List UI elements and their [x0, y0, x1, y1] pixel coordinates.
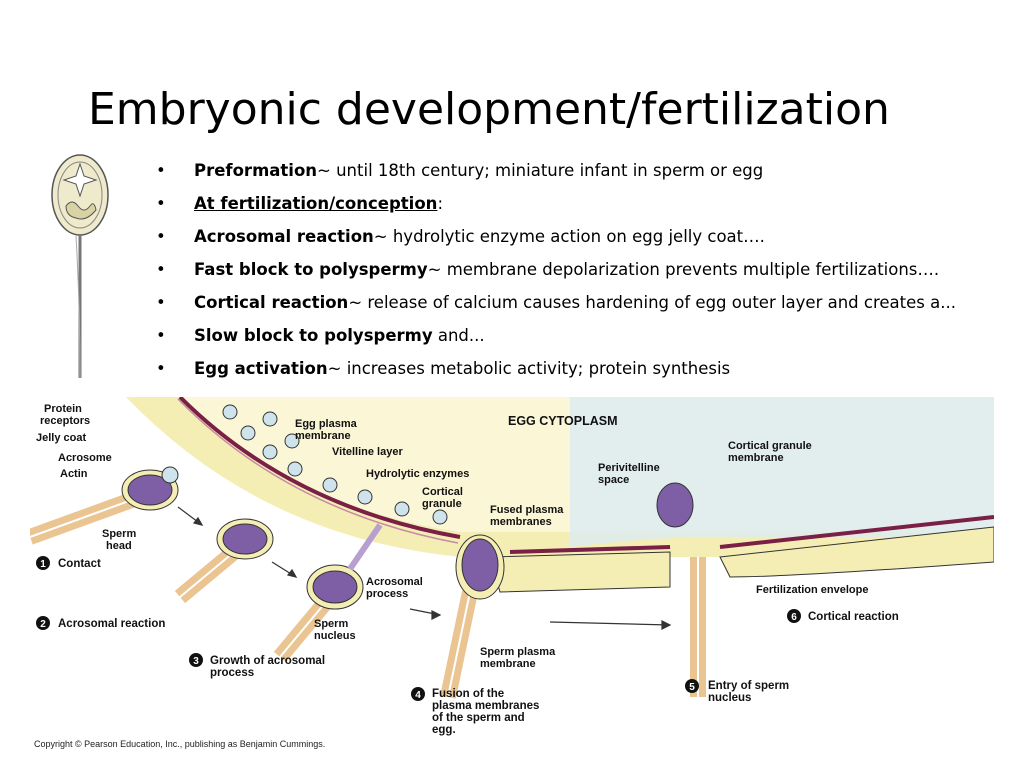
bullet-dot: • — [156, 194, 166, 213]
label-cortical-granule-1: Cortical — [422, 486, 463, 498]
step-5-line-2: nucleus — [708, 692, 751, 704]
bullet-preformation: • Preformation~ until 18th century; minia… — [156, 160, 1022, 193]
step-2-acrosomal-reaction: Acrosomal reaction — [58, 618, 165, 630]
label-cortical-granule-membrane-2: membrane — [728, 452, 784, 464]
sperm-fusion — [440, 534, 505, 699]
bullet-slow-block: • Slow block to polyspermy and... — [156, 325, 1022, 358]
bullet-fertilization: • At fertilization/conception: — [156, 193, 1022, 226]
step-1-number: 1 — [40, 559, 46, 570]
bullet-text: : — [437, 194, 443, 213]
bullet-acrosomal-reaction: • Acrosomal reaction~ hydrolytic enzyme a… — [156, 226, 1022, 259]
step-5-number: 5 — [689, 682, 695, 693]
label-actin: Actin — [60, 468, 88, 480]
label-sperm-nucleus-2: nucleus — [314, 630, 356, 642]
step-3-line-1: Growth of acrosomal — [210, 655, 325, 667]
label-sperm-plasma-2: membrane — [480, 658, 536, 670]
label-egg-plasma-2: membrane — [295, 430, 351, 442]
step-6-cortical-reaction: Cortical reaction — [808, 611, 899, 623]
bullet-term: Slow block to polyspermy — [194, 326, 433, 345]
step-4-line-3: of the sperm and — [432, 712, 525, 724]
step-4-line-4: egg. — [432, 724, 456, 736]
bullet-text: and... — [432, 326, 485, 345]
label-sperm-plasma-1: Sperm plasma — [480, 646, 556, 658]
bullet-text: ~ membrane depolarization prevents multi… — [427, 260, 940, 279]
bullet-list: • Preformation~ until 18th century; minia… — [156, 160, 1022, 391]
label-fused-plasma-1: Fused plasma — [490, 504, 564, 516]
bullet-text: ~ hydrolytic enzyme action on egg jelly … — [373, 227, 765, 246]
bullet-term: Preformation — [194, 161, 318, 180]
step-3-number: 3 — [193, 656, 199, 667]
bullet-cortical-reaction: • Cortical reaction~ release of calcium c… — [156, 292, 1022, 325]
step-3-line-2: process — [210, 667, 254, 679]
label-cortical-granule-membrane-1: Cortical granule — [728, 440, 812, 452]
step-2-number: 2 — [40, 619, 46, 630]
bullet-text: ~ increases metabolic activity; protein … — [327, 359, 731, 378]
label-vitelline-layer: Vitelline layer — [332, 446, 403, 458]
bullet-term: Fast block to polyspermy — [194, 260, 428, 279]
label-acrosomal-process-1: Acrosomal — [366, 576, 423, 588]
label-fused-plasma-2: membranes — [490, 516, 552, 528]
label-sperm-head-1: Sperm — [102, 528, 136, 540]
label-perivitelline-2: space — [598, 474, 629, 486]
label-egg-plasma-1: Egg plasma — [295, 418, 358, 430]
homunculus-sperm-illustration — [51, 154, 109, 379]
bullet-term: Egg activation — [194, 359, 328, 378]
copyright-notice: Copyright © Pearson Education, Inc., pub… — [34, 739, 325, 749]
label-acrosome: Acrosome — [58, 452, 112, 464]
bullet-dot: • — [156, 260, 166, 279]
sperm-contact — [30, 466, 179, 545]
bullet-text: ~ release of calcium causes hardening of… — [348, 293, 956, 312]
label-protein-receptors-1: Protein — [44, 403, 82, 415]
label-perivitelline-1: Perivitelline — [598, 462, 660, 474]
label-cortical-granule-2: granule — [422, 498, 462, 510]
bullet-dot: • — [156, 293, 166, 312]
step-4-line-2: plasma membranes — [432, 700, 539, 712]
step-5-line-1: Entry of sperm — [708, 680, 789, 692]
label-sperm-nucleus-1: Sperm — [314, 618, 348, 630]
label-acrosomal-process-2: process — [366, 588, 408, 600]
bullet-dot: • — [156, 326, 166, 345]
bullet-egg-activation: • Egg activation~ increases metabolic act… — [156, 358, 1022, 391]
bullet-term: Acrosomal reaction — [194, 227, 374, 246]
sperm-acrosomal — [174, 518, 274, 604]
sperm-entry — [656, 482, 706, 697]
label-sperm-head-2: head — [106, 540, 132, 552]
bullet-dot: • — [156, 227, 166, 246]
bullet-fast-block: • Fast block to polyspermy~ membrane depo… — [156, 259, 1022, 292]
label-jelly-coat: Jelly coat — [36, 432, 86, 444]
fertilization-diagram: 1 2 3 4 5 6 EGG CYTOPLASM Protein recept… — [30, 397, 994, 749]
bullet-text: ~ until 18th century; miniature infant i… — [317, 161, 764, 180]
bullet-dot: • — [156, 359, 166, 378]
label-fertilization-envelope: Fertilization envelope — [756, 584, 868, 596]
step-4-number: 4 — [415, 690, 421, 701]
bullet-dot: • — [156, 161, 166, 180]
step-1-contact: Contact — [58, 558, 101, 570]
label-protein-receptors-2: receptors — [40, 415, 90, 427]
slide-title: Embryonic development/fertilization — [88, 84, 890, 135]
step-6-number: 6 — [791, 612, 797, 623]
egg-cytoplasm-header: EGG CYTOPLASM — [508, 414, 618, 428]
label-hydrolytic-enzymes: Hydrolytic enzymes — [366, 468, 469, 480]
step-4-line-1: Fusion of the — [432, 688, 504, 700]
bullet-term: Cortical reaction — [194, 293, 349, 312]
bullet-term: At fertilization/conception — [194, 194, 438, 213]
sperm-growth — [273, 523, 383, 663]
